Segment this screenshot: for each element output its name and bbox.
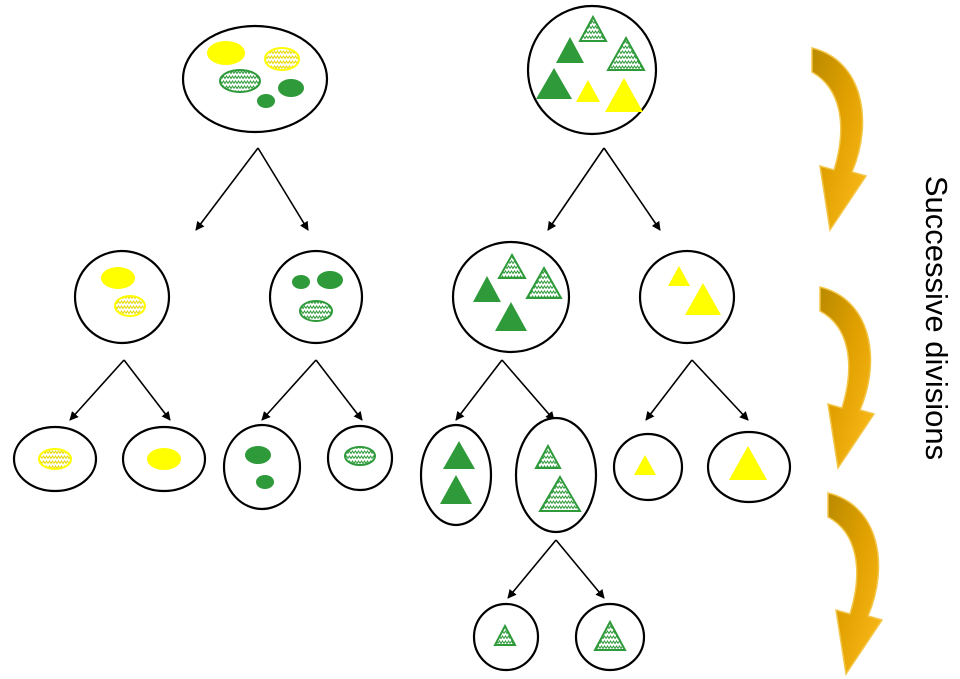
lineage-arrow	[501, 359, 555, 421]
lineage-arrow	[507, 539, 557, 599]
cell-leaf-green-triangles	[419, 423, 493, 527]
lineage-arrow	[69, 359, 125, 421]
lineage-arrow	[555, 539, 605, 599]
lineage-arrow	[455, 359, 503, 421]
cell-leaf-hatched-triangle-small	[472, 602, 540, 672]
curved-arrow-icon	[827, 492, 884, 677]
lineage-arrow	[645, 359, 693, 421]
cell-leaf-yellow-triangle-large	[706, 430, 792, 504]
cell-leaf-hatched-triangle-large	[574, 602, 646, 672]
successive-divisions-label: Successive divisions	[919, 175, 954, 461]
curved-arrow-icon	[811, 47, 868, 233]
lineage-arrow	[261, 359, 317, 421]
cell-right-root	[526, 4, 658, 136]
cell-right-green	[451, 240, 571, 354]
cell-leaf-yellow-oval	[121, 425, 207, 493]
cell-leaf-yellow-triangle-small	[612, 432, 684, 502]
cell-left-green	[268, 249, 364, 345]
lineage-arrow	[123, 359, 171, 421]
cell-leaf-green-hatched-oval	[326, 424, 394, 492]
cell-leaf-yellow-hatched-oval	[12, 425, 98, 493]
cell-leaf-green-ovals	[222, 423, 302, 511]
lineage-arrow	[547, 147, 605, 231]
cell-leaf-green-hatched-triangles	[514, 416, 598, 534]
lineage-arrows	[69, 147, 749, 599]
lineage-arrow	[257, 147, 309, 231]
lineage-arrow	[315, 359, 363, 421]
cell-left-root	[181, 24, 329, 134]
lineage-arrow	[195, 147, 259, 231]
curved-arrow-icon	[819, 286, 876, 471]
cell-right-yellow	[638, 249, 736, 345]
lineage-arrow	[603, 147, 661, 231]
cell-left-yellow	[73, 249, 171, 345]
lineage-arrow	[691, 359, 749, 421]
